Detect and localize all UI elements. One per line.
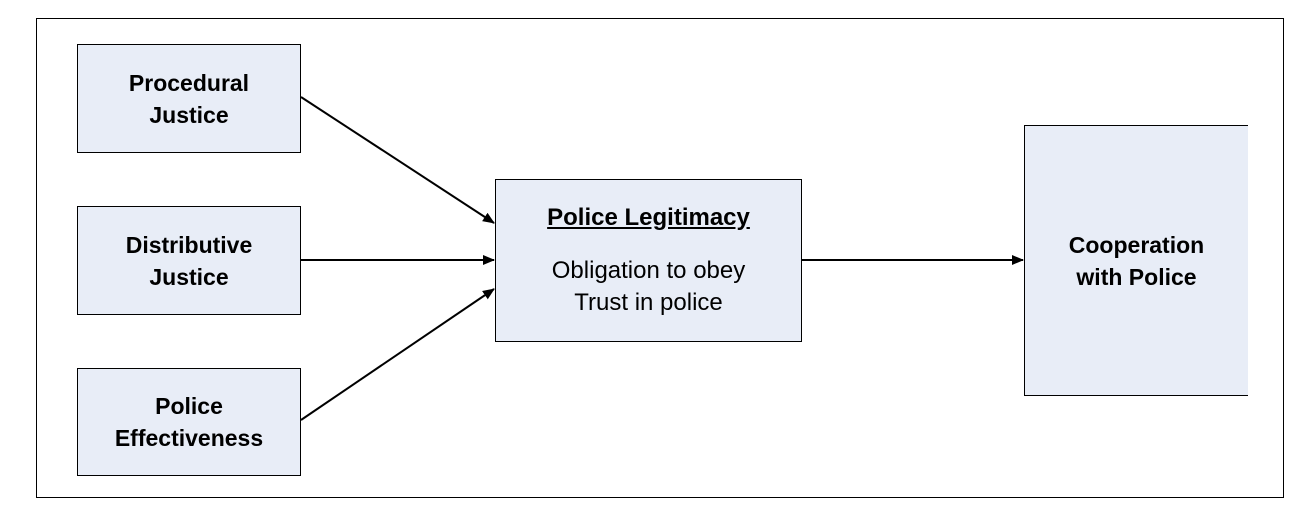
node-cooperation-with-police-label: Cooperation with Police [1068, 231, 1205, 290]
node-distributive-justice: Distributive Justice [77, 206, 301, 315]
node-police-legitimacy-title: Police Legitimacy [547, 203, 750, 231]
node-police-effectiveness: Police Effectiveness [77, 368, 301, 476]
node-cooperation-with-police: Cooperation with Police [1024, 125, 1248, 396]
diagram-frame [36, 18, 1284, 498]
arrow-effectiveness-to-legitimacy [300, 288, 495, 421]
node-police-legitimacy-line-trust: Trust in police [574, 288, 723, 316]
arrow-procedural-to-legitimacy [300, 96, 495, 224]
node-police-effectiveness-label: Police Effectiveness [114, 393, 264, 451]
node-police-legitimacy: Police Legitimacy Obligation to obey Tru… [495, 179, 802, 342]
node-distributive-justice-label: Distributive Justice [125, 231, 253, 290]
node-procedural-justice: Procedural Justice [77, 44, 301, 153]
node-police-legitimacy-line-obligation: Obligation to obey [551, 256, 746, 284]
node-procedural-justice-label: Procedural Justice [128, 69, 250, 128]
